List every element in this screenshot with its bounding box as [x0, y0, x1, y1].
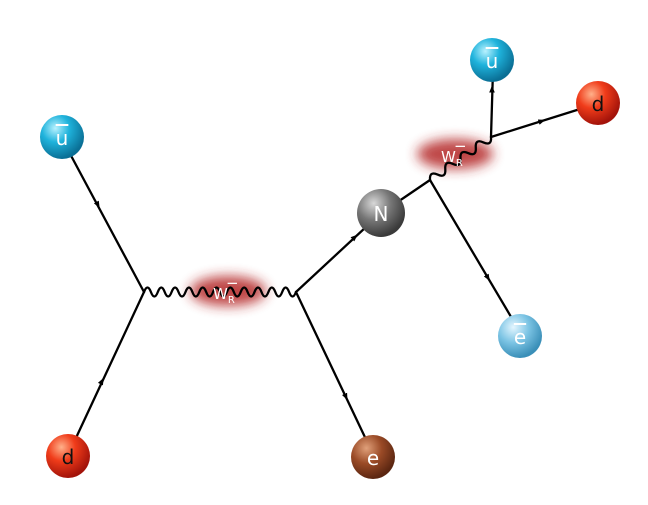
particle-u-bar-in: u [40, 115, 84, 159]
particle-d-out-label: d [592, 92, 605, 116]
particle-e-out-sphere [351, 435, 395, 479]
w-right-charge: − [454, 137, 467, 155]
arrow-n [343, 234, 358, 248]
arrow-d-out [529, 119, 546, 126]
line-ebar-out [428, 178, 522, 334]
particle-d-out: d [576, 81, 620, 125]
line-d-in [66, 290, 146, 457]
arrow-ubar-in [91, 193, 100, 209]
fermion-lines [66, 68, 598, 457]
particle-n-label: N [374, 202, 389, 226]
arrow-ebar-out [480, 265, 490, 282]
w-left-symbol: W [213, 285, 228, 303]
particle-d-in: d [46, 434, 90, 478]
w-boson-left-propagator [142, 286, 298, 298]
particle-e-out-label: e [367, 446, 379, 470]
w-boson-right-glow [417, 139, 493, 169]
w-boson-right-propagator [428, 135, 493, 182]
w-left-subscript: R [228, 295, 235, 306]
particle-u-bar-out-label: u [486, 49, 499, 73]
particle-e-bar-out-label: e [514, 325, 526, 349]
w-left-charge: − [226, 274, 239, 292]
svg-text:WR: WR [441, 148, 463, 169]
particle-n-sphere [357, 189, 405, 237]
particle-d-out-sphere [576, 81, 620, 125]
w-right-subscript: R [456, 158, 463, 169]
particle-u-bar-in-label: u [56, 126, 69, 150]
w-boson-left-label: WR − [213, 274, 239, 306]
particle-n: N [357, 189, 405, 237]
line-ubar-in [66, 148, 146, 294]
particle-e-bar-out: e [498, 314, 542, 358]
arrows [91, 85, 546, 401]
particle-d-in-sphere [46, 434, 90, 478]
line-e-out [294, 290, 374, 454]
arrow-d-in [95, 377, 104, 394]
svg-text:WR: WR [213, 285, 235, 306]
particle-d-in-label: d [62, 445, 75, 469]
particle-e-bar-out-sphere [498, 314, 542, 358]
w-right-symbol: W [441, 148, 456, 166]
particle-u-bar-in-sphere [40, 115, 84, 159]
arrow-e-out [339, 383, 348, 401]
w-boson-right-label: WR − [441, 137, 467, 169]
particle-e-out: e [351, 435, 395, 479]
particle-u-bar-out: u [470, 38, 514, 82]
particle-u-bar-out-sphere [470, 38, 514, 82]
